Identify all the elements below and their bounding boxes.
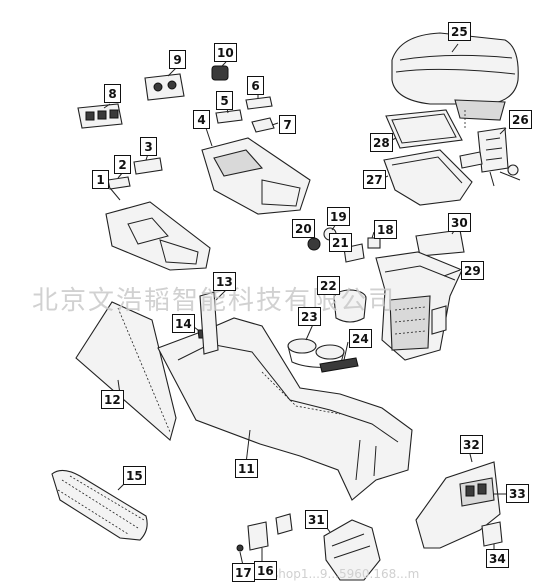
callout-17: 17 [232, 563, 255, 582]
part-5-trim [215, 109, 243, 124]
callout-5: 5 [216, 91, 233, 110]
part-20-socket [307, 237, 321, 251]
callout-25: 25 [448, 22, 471, 41]
part-27-storage-tray [383, 149, 473, 206]
part-8-switch-panel [77, 103, 123, 129]
callout-18: 18 [374, 220, 397, 239]
callout-21: 21 [329, 233, 352, 252]
callout-2: 2 [114, 155, 131, 174]
part-6-trim [245, 96, 273, 110]
part-13-bracket [199, 291, 219, 355]
callout-30: 30 [448, 213, 471, 232]
callout-14: 14 [172, 314, 195, 333]
callout-1: 1 [92, 170, 109, 189]
callout-22: 22 [317, 276, 340, 295]
part-34-connector [481, 521, 503, 547]
part-25-armrest-lid [391, 32, 519, 128]
callout-34: 34 [486, 549, 509, 568]
part-32-rear-bezel [415, 461, 501, 549]
callout-23: 23 [298, 307, 321, 326]
callout-4: 4 [193, 110, 210, 129]
part-30-mat [415, 229, 465, 257]
part-10-knob [211, 65, 229, 81]
watermark-footer: shop1...9...5960.168...m [272, 567, 420, 581]
part-7-trim [251, 117, 275, 133]
watermark-company: 北京文浩韬智能科技有限公司 [32, 286, 397, 316]
part-24-trim-strip [319, 357, 359, 373]
part-31-support-bracket [323, 519, 381, 581]
callout-10: 10 [214, 43, 237, 62]
callout-33: 33 [506, 484, 529, 503]
part-23-cupholder [287, 338, 345, 368]
callout-15: 15 [123, 466, 146, 485]
callout-27: 27 [363, 170, 386, 189]
callout-29: 29 [461, 261, 484, 280]
part-16-clip [247, 521, 269, 551]
part-11-console-body [157, 317, 413, 501]
callout-7: 7 [279, 115, 296, 134]
callout-9: 9 [169, 50, 186, 69]
callout-3: 3 [140, 137, 157, 156]
callout-12: 12 [101, 390, 124, 409]
part-4-shifter-bezel [201, 137, 311, 215]
part-2-trim [107, 176, 131, 190]
callout-24: 24 [349, 329, 372, 348]
part-26-hinge-bracket [459, 127, 521, 187]
callout-11: 11 [235, 459, 258, 478]
callout-32: 32 [460, 435, 483, 454]
part-1-console-bezel [105, 201, 211, 271]
part-28-pad [385, 109, 463, 149]
part-17-screw [236, 544, 244, 552]
callout-28: 28 [370, 133, 393, 152]
part-12-side-panel [75, 301, 177, 441]
part-9-switch-bank [144, 73, 185, 101]
part-29-storage-bin [375, 251, 463, 361]
callout-20: 20 [292, 219, 315, 238]
callout-26: 26 [509, 110, 532, 129]
part-22-cup-insert [333, 289, 367, 323]
callout-16: 16 [254, 561, 277, 580]
callout-13: 13 [213, 272, 236, 291]
callout-6: 6 [247, 76, 264, 95]
part-3-trim [133, 157, 163, 175]
callout-31: 31 [305, 510, 328, 529]
callout-8: 8 [104, 84, 121, 103]
part-16-clip-b [275, 513, 293, 535]
callout-19: 19 [327, 207, 350, 226]
part-15-grille [51, 469, 148, 541]
